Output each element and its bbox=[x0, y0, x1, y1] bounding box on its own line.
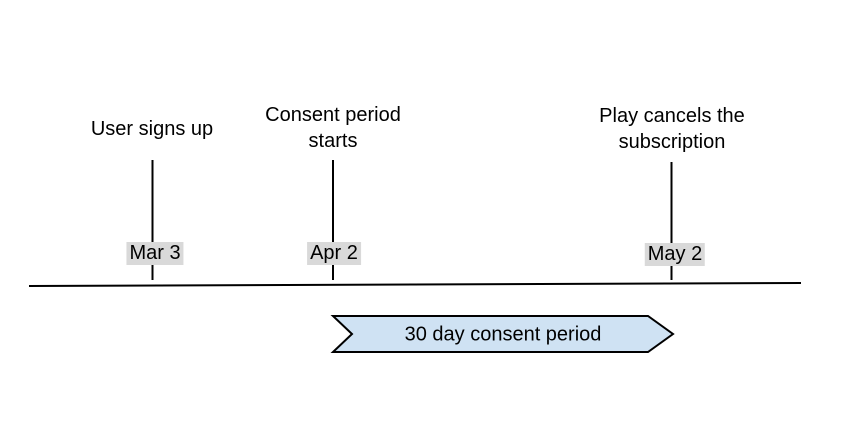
date-badge-may-2: May 2 bbox=[644, 243, 706, 266]
event-label-play-cancels-subscription: Play cancels the subscription bbox=[599, 105, 745, 153]
consent-period-chevron-arrow bbox=[330, 315, 675, 353]
timeline-axis bbox=[28, 282, 802, 287]
event-label-user-signs-up: User signs up bbox=[90, 118, 214, 140]
date-badge-apr-2: Apr 2 bbox=[307, 242, 361, 265]
event-label-consent-period-starts: Consent period starts bbox=[265, 104, 401, 152]
date-badge-mar-3: Mar 3 bbox=[126, 242, 184, 265]
consent-period-banner-label: 30 day consent period bbox=[404, 323, 602, 346]
